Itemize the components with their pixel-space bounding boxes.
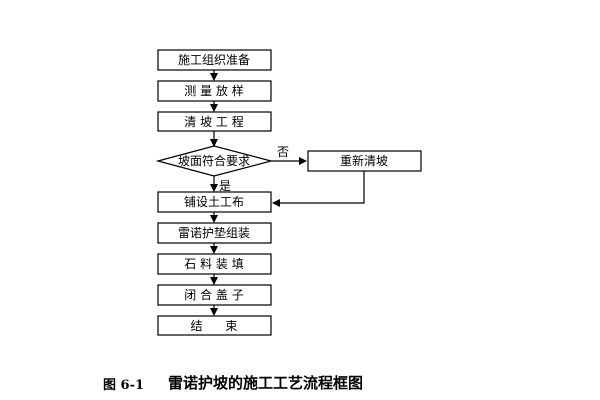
step-fill-box: 石 料 装 填 [157, 253, 272, 275]
step-geotextile-box: 铺设土工布 [157, 191, 272, 213]
step-fill-label: 石 料 装 填 [184, 257, 243, 271]
step-assembly-label: 雷诺护垫组装 [178, 225, 250, 240]
decision-label: 坡面符合要求 [178, 153, 250, 168]
decision-slope-check: 坡面符合要求 [155, 145, 274, 177]
rework-box: 重新清坡 [307, 150, 422, 172]
figure-title: 雷诺护坡的施工工艺流程框图 [168, 374, 364, 392]
rework-label: 重新清坡 [340, 153, 388, 168]
yes-label: 是 [219, 179, 231, 193]
step-assembly-box: 雷诺护垫组装 [157, 222, 272, 244]
step-prepare-box: 施工组织准备 [157, 49, 272, 71]
connector-rework-step5 [272, 171, 365, 207]
step-close-label: 闭 合 盖 子 [184, 287, 243, 302]
step-end-label: 结 束 [191, 319, 238, 333]
step-end-box: 结 束 [157, 315, 272, 336]
step-geotextile-label: 铺设土工布 [184, 195, 244, 209]
figure-caption: 图 6-1 雷诺护坡的施工工艺流程框图 [0, 372, 600, 394]
figure-number: 图 6-1 [103, 378, 145, 393]
step-clear-box: 清 坡 工 程 [157, 111, 272, 132]
step-close-box: 闭 合 盖 子 [157, 284, 272, 306]
step-clear-label: 清 坡 工 程 [184, 114, 243, 129]
step-survey-box: 测 量 放 样 [157, 80, 272, 102]
step-prepare-label: 施工组织准备 [178, 53, 250, 67]
no-label: 否 [277, 145, 289, 159]
step-survey-label: 测 量 放 样 [184, 83, 243, 98]
